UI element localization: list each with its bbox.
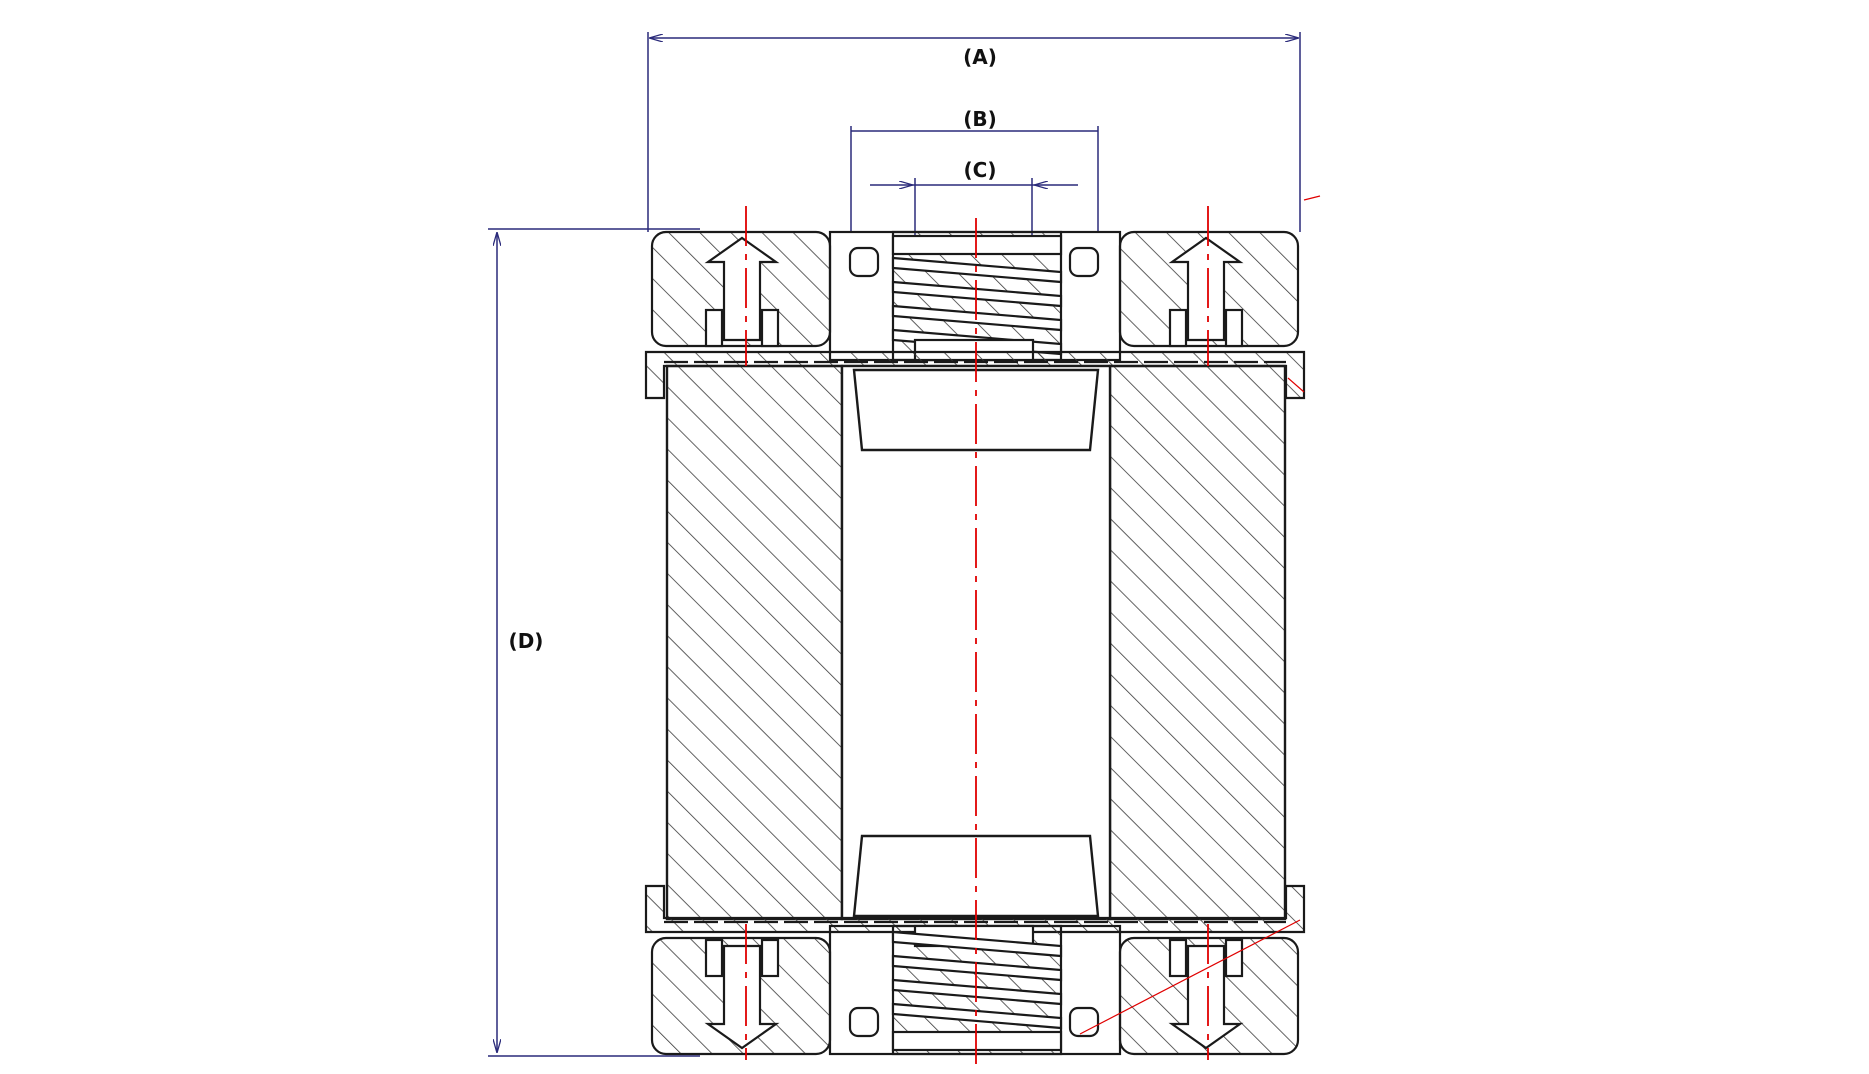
bottom-left-coupling	[704, 938, 780, 1050]
top-left-coupling	[704, 236, 780, 348]
bottom-thread	[891, 924, 1063, 1052]
bottom-right-coupling	[1168, 938, 1244, 1050]
red-construction-lines	[1079, 195, 1321, 1035]
main-body	[665, 364, 1287, 921]
dimension-b	[850, 126, 1099, 232]
top-o-rings	[848, 246, 1100, 278]
dimension-d	[488, 228, 700, 1057]
centerlines	[745, 206, 1209, 1066]
dimension-a	[647, 32, 1301, 232]
dimension-b-label: (B)	[963, 107, 997, 131]
top-right-coupling	[1168, 236, 1244, 348]
dimension-a-label: (A)	[963, 45, 997, 69]
bottom-o-rings	[848, 1006, 1100, 1038]
dimension-c-label: (C)	[964, 158, 997, 182]
dimension-d-label: (D)	[509, 629, 544, 653]
bottom-rim	[644, 884, 1306, 934]
